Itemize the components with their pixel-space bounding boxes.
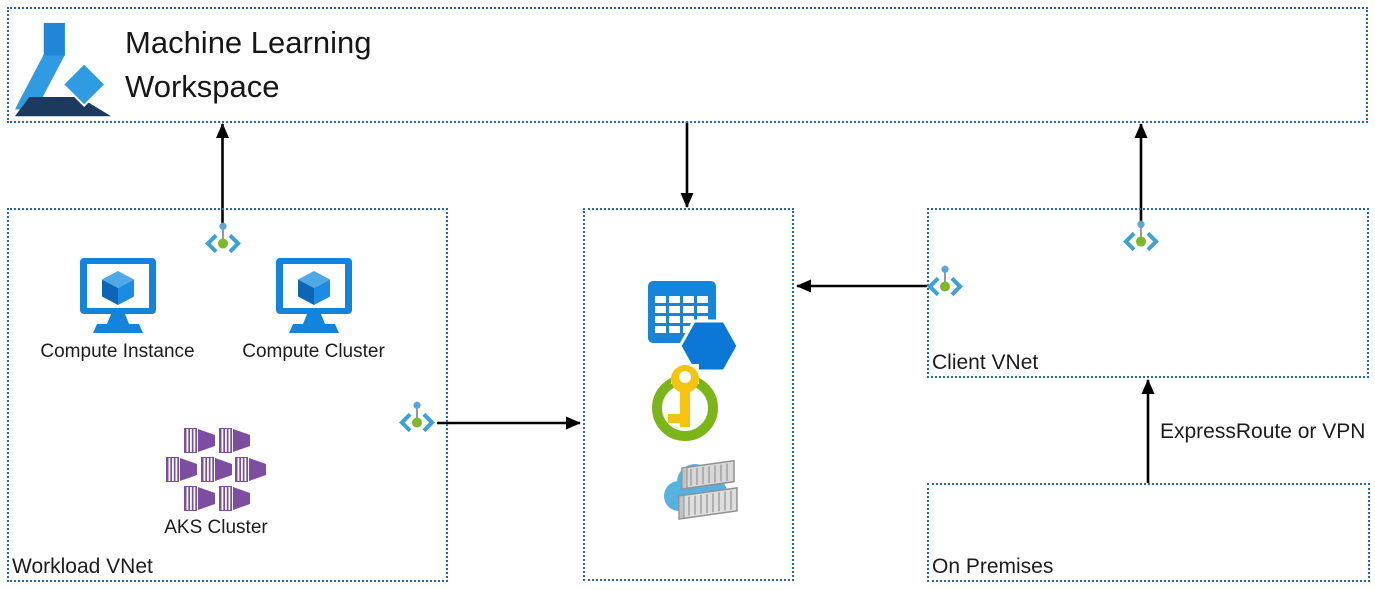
ml-workspace-title: Machine Learning Workspace: [125, 21, 371, 109]
storage-account-icon: [648, 281, 740, 373]
aks-cluster-label: AKS Cluster: [164, 517, 268, 538]
shared-services-box: [583, 208, 794, 581]
private-endpoint-icon: [399, 399, 435, 433]
ml-title-line2: Workspace: [125, 69, 280, 104]
container-registry-icon: [664, 460, 738, 520]
workload-vnet-box: Compute Instance Compute Cluster AKS Clu…: [7, 208, 448, 582]
aks-cluster-icon: [166, 428, 266, 511]
key-vault-icon: [652, 364, 718, 441]
compute-instance-node: Compute Instance: [15, 258, 220, 363]
private-endpoint-icon: [927, 263, 963, 297]
compute-instance-icon: [79, 258, 156, 333]
compute-instance-label: Compute Instance: [40, 341, 195, 362]
compute-cluster-icon: [275, 258, 352, 333]
client-vnet-label: Client VNet: [932, 351, 1039, 374]
aks-cluster-node: AKS Cluster: [111, 428, 321, 539]
compute-cluster-label: Compute Cluster: [242, 341, 385, 362]
on-premises-box: On Premises: [927, 483, 1370, 582]
azure-ml-icon: [14, 22, 112, 117]
client-vnet-box: Client VNet: [927, 208, 1369, 378]
expressroute-label: ExpressRoute or VPN: [1160, 420, 1366, 443]
on-premises-label: On Premises: [932, 555, 1054, 578]
workload-vnet-label: Workload VNet: [12, 555, 153, 578]
ml-title-line1: Machine Learning: [125, 25, 372, 60]
private-endpoint-icon: [1123, 218, 1159, 252]
compute-cluster-node: Compute Cluster: [211, 258, 416, 363]
ml-workspace-box: Machine Learning Workspace: [7, 7, 1368, 123]
private-endpoint-icon: [205, 220, 241, 254]
